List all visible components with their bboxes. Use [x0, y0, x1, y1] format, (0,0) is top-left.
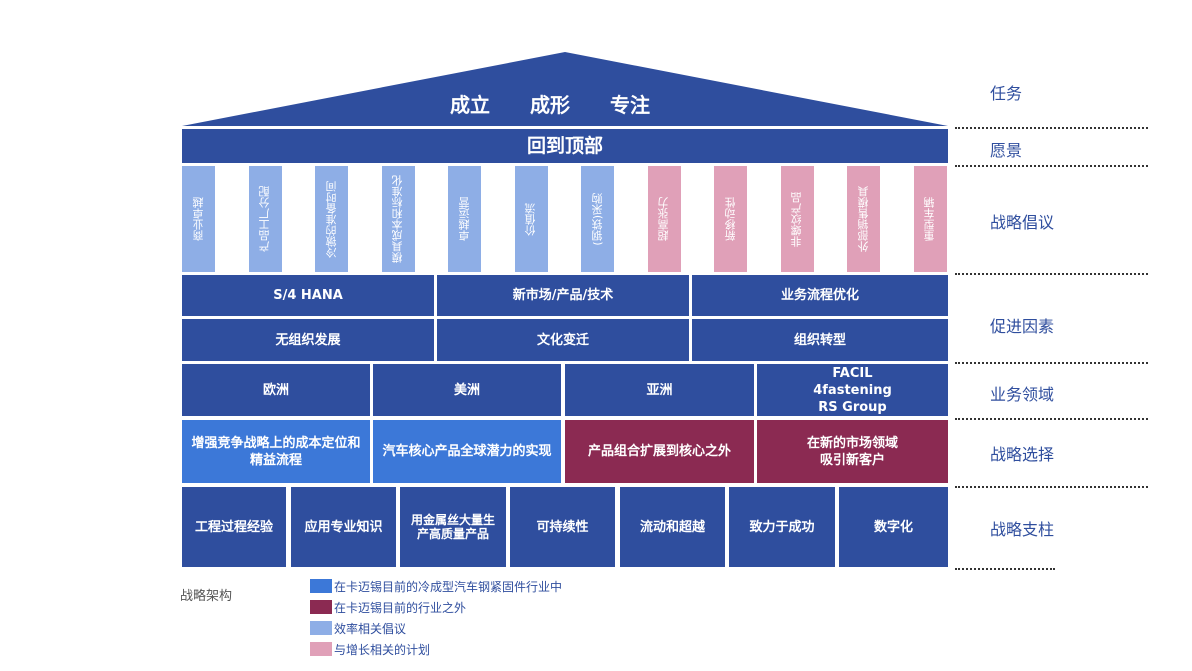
- initiative-pillar: 模具成本和标准化: [381, 166, 415, 272]
- legend-swatch: [310, 642, 332, 656]
- initiative-label: 非螺纹产品: [790, 191, 803, 247]
- legend-label: 与增长相关的计划: [334, 643, 431, 657]
- strategic-pillar: 工程过程经验: [182, 487, 286, 567]
- divider: [955, 568, 1055, 570]
- region: 美洲: [373, 364, 561, 416]
- region: FACIL 4fastening RS Group: [757, 364, 948, 416]
- initiative-label: 产品工厂分配: [258, 186, 271, 252]
- divider: [955, 418, 1148, 420]
- initiative-pillar: 非螺纹产品: [780, 166, 814, 272]
- initiative-pillar: 卓越运营: [448, 166, 481, 272]
- initiative-label: 冷镦的准备时间: [324, 180, 338, 258]
- initiative-pillar: 重型车辆: [913, 166, 947, 272]
- mission-words: 成立 成形 专注: [450, 89, 650, 118]
- enabler: 组织转型: [692, 319, 948, 361]
- row-label-enablers: 促进因素: [990, 317, 1055, 336]
- legend-label: 在卡迈锡目前的行业之外: [334, 601, 467, 615]
- enabler: 业务流程优化: [692, 275, 948, 316]
- strategic-choice: 在新的市场领域 吸引新客户: [757, 420, 948, 483]
- mission-word: 成形: [530, 93, 570, 117]
- divider: [955, 127, 1148, 129]
- divider: [955, 362, 1148, 364]
- strategic-pillar: 流动和超越: [620, 487, 725, 567]
- strategic-choice: 产品组合扩展到核心之外: [565, 420, 754, 483]
- initiative-pillar: 价值流: [514, 166, 548, 272]
- initiative-pillar: 商业卓越: [182, 166, 215, 272]
- initiative-label: 重型车辆: [923, 197, 936, 241]
- divider: [955, 486, 1148, 488]
- initiative-pillar: (钢铁)采购: [581, 166, 614, 272]
- initiative-label: 模具成本和标准化: [391, 175, 404, 263]
- mission-word: 专注: [610, 93, 650, 117]
- initiative-pillar: 冷镦的准备时间: [315, 166, 348, 272]
- strategic-choice: 汽车核心产品全球潜力的实现: [373, 420, 561, 483]
- initiative-pillar: 新移动性: [714, 166, 747, 272]
- legend-swatch: [310, 621, 332, 635]
- mission-word: 成立: [450, 93, 490, 117]
- region: 亚洲: [565, 364, 754, 416]
- legend-swatch: [310, 600, 332, 614]
- enabler: 无组织发展: [182, 319, 434, 361]
- enabler: S/4 HANA: [182, 275, 434, 316]
- divider: [955, 165, 1148, 167]
- vision-bar: 回到顶部: [182, 129, 948, 163]
- strategic-pillar: 应用专业知识: [291, 487, 396, 567]
- initiative-label: 外部销售模具: [856, 186, 870, 252]
- enabler: 文化变迁: [437, 319, 689, 361]
- initiative-pillar: 产品工厂分配: [248, 166, 282, 272]
- legend-title: 战略架构: [180, 589, 233, 604]
- initiative-label: (钢铁)采购: [590, 192, 604, 246]
- initiative-label: 卓越运营: [457, 197, 471, 241]
- row-label-mission: 任务: [990, 84, 1023, 103]
- legend-swatch: [310, 579, 332, 593]
- strategic-pillar: 数字化: [839, 487, 948, 567]
- row-label-vision: 愿景: [990, 141, 1023, 160]
- legend-label: 在卡迈锡目前的冷成型汽车钢紧固件行业中: [334, 580, 563, 594]
- strategic-pillar: 致力于成功: [729, 487, 835, 567]
- divider: [955, 273, 1148, 275]
- row-label-business: 业务领域: [990, 385, 1055, 404]
- enabler: 新市场/产品/技术: [437, 275, 689, 316]
- initiative-label: 新移动性: [723, 197, 737, 241]
- strategic-pillar: 可持续性: [510, 487, 615, 567]
- row-label-initiatives: 战略倡议: [990, 213, 1055, 232]
- strategic-choice: 增强竞争战略上的成本定位和精益流程: [182, 420, 370, 483]
- region: 欧洲: [182, 364, 370, 416]
- initiative-label: 商业卓越: [191, 197, 205, 241]
- strategic-pillar: 用金属丝大量生产高质量产品: [400, 487, 506, 567]
- legend-label: 效率相关倡议: [334, 622, 407, 636]
- row-label-choices: 战略选择: [990, 445, 1055, 464]
- row-label-pillars: 战略支柱: [990, 520, 1055, 539]
- initiative-label: 价值流: [524, 202, 537, 236]
- initiative-pillar: 外部销售模具: [847, 166, 880, 272]
- initiative-label: 超高张力: [657, 197, 670, 241]
- initiative-pillar: 超高张力: [647, 166, 681, 272]
- roof: [182, 52, 948, 126]
